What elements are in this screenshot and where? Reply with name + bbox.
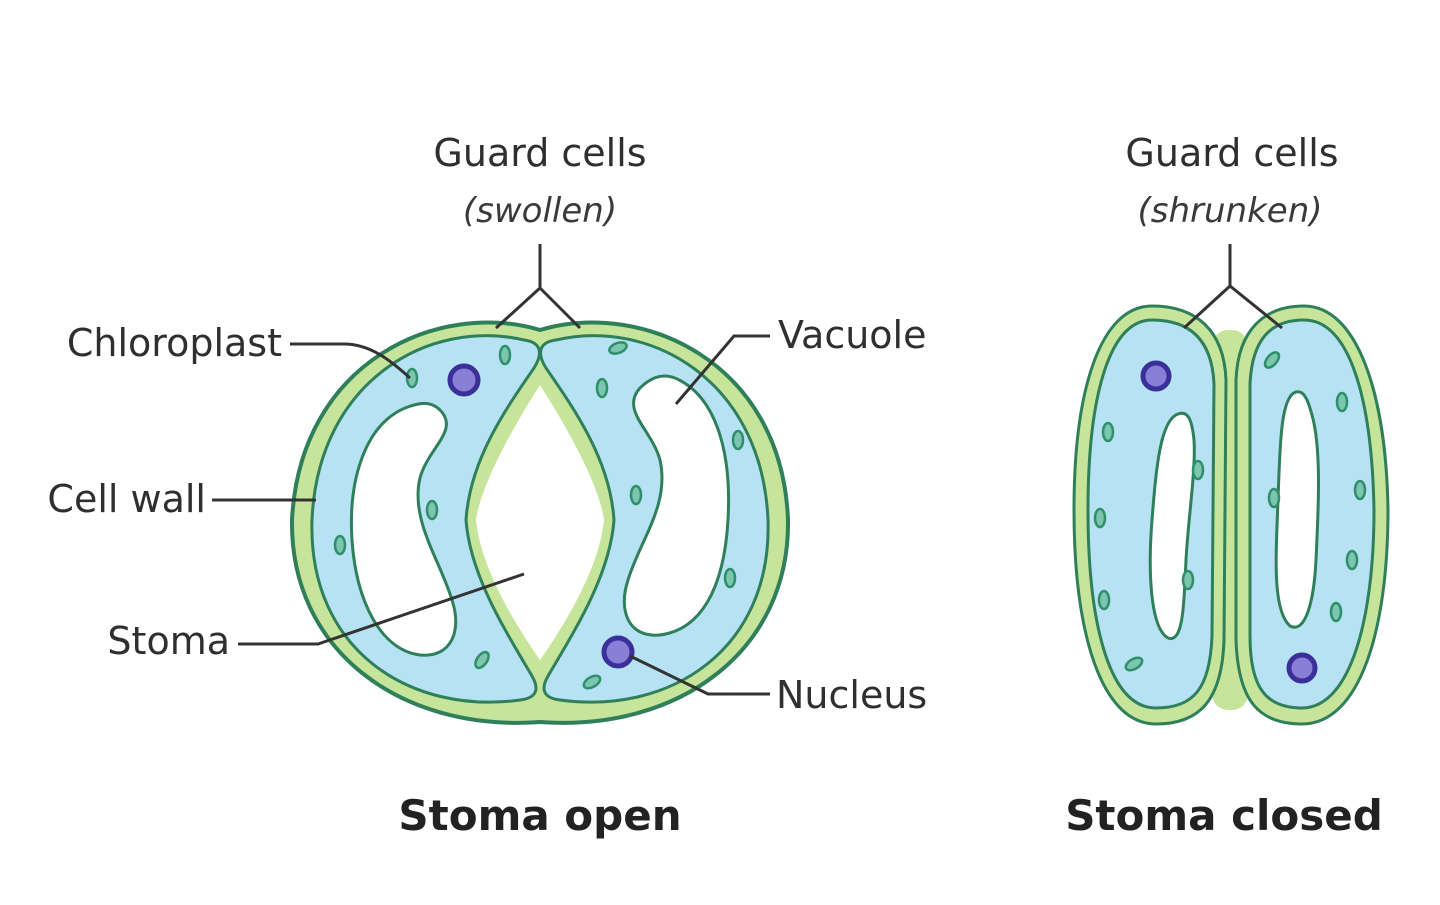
left-vacuole — [349, 401, 458, 657]
caption-stoma-closed: Stoma closed — [1065, 791, 1383, 840]
leader-nucleus — [629, 654, 770, 696]
label-guard-state-swollen: (swollen) — [463, 191, 617, 231]
chloroplasts-open — [333, 341, 745, 690]
nucleus-right-closed — [1286, 652, 1318, 684]
leader-vacuole — [674, 334, 770, 405]
stoma-open-figure — [289, 320, 791, 725]
label-guard-cells-closed: Guard cells — [1125, 131, 1338, 175]
chloroplasts-closed — [1093, 351, 1367, 672]
label-guard-state-shrunken: (shrunken) — [1137, 191, 1322, 231]
stoma-closed-figure — [1072, 304, 1390, 726]
label-guard-cells-open: Guard cells — [433, 131, 646, 175]
leader-stoma — [238, 572, 525, 646]
nucleus-left-closed — [1140, 360, 1172, 392]
leader-chloroplast — [290, 342, 412, 380]
closed-right-vacuole — [1274, 390, 1320, 629]
nucleus-left-open — [447, 363, 481, 397]
label-vacuole: Vacuole — [778, 313, 927, 357]
label-nucleus: Nucleus — [776, 673, 927, 717]
caption-stoma-open: Stoma open — [398, 791, 681, 840]
leader-guard-cells-open — [494, 244, 582, 330]
label-stoma: Stoma — [107, 619, 230, 663]
stoma-pore — [476, 385, 604, 660]
nucleus-right-open — [601, 635, 635, 669]
right-vacuole — [622, 374, 731, 637]
label-chloroplast: Chloroplast — [67, 321, 282, 365]
label-cell-wall: Cell wall — [47, 477, 206, 521]
leader-lines — [212, 244, 1283, 696]
leader-guard-cells-closed — [1182, 244, 1283, 330]
